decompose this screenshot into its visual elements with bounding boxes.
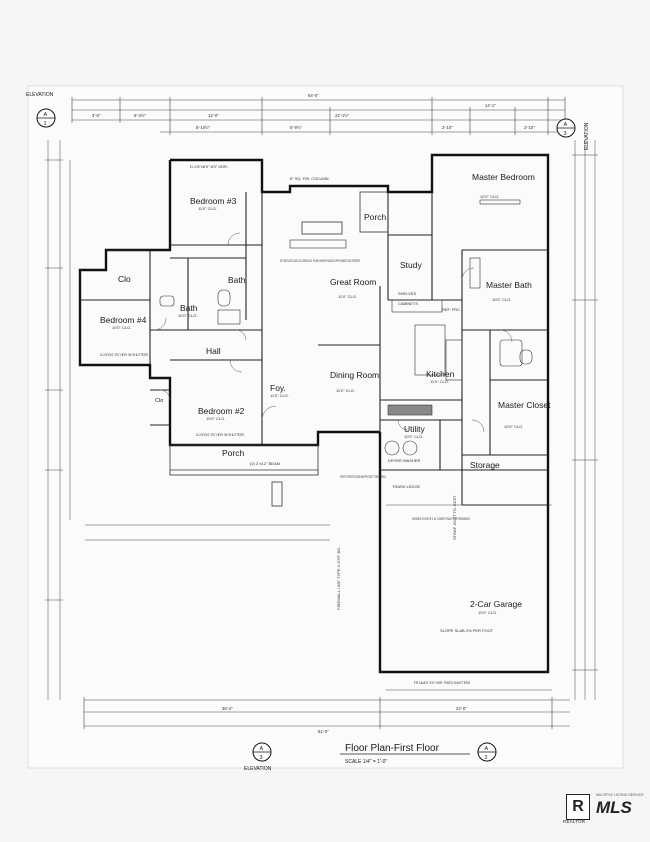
note-ref: REF. FRZ. — [442, 307, 461, 312]
elevation-label-bottom: ELEVATION — [244, 766, 272, 772]
room-size-master-bath: 10'0" CLG. — [492, 297, 511, 302]
note-garage-door: FR 16x8'0" 8'0" HDR. FIXED SHUTTERS — [414, 680, 470, 685]
room-size-kitchen: 11'0" CLG. — [430, 379, 449, 384]
room-name-porch-rear: Porch — [364, 212, 386, 222]
dim-top: 2'-10" — [442, 125, 453, 130]
dim-top: 9'-3½" — [134, 113, 146, 118]
dim-top-total: 64'-0" — [308, 93, 319, 98]
room-size-bath-jack: 10'0" CLG. — [178, 313, 197, 318]
room-name-master-bedroom: Master Bedroom — [472, 172, 535, 182]
note-window-bed4: G-2'8"x5'0" 8'0" HDR. W/ SHUTTERS — [100, 352, 148, 357]
section-mark-top-right: A 3 — [556, 118, 576, 138]
section-mark-bottom-right: A 2 — [477, 742, 497, 762]
dim-top: 2'-10" — [524, 125, 535, 130]
note-window-bed3: D-2'8"x6'0" 8'0" HDR. — [190, 164, 228, 169]
note-frost-proof: FROST PROOF HOSE BIB PROTECT THRU BRICK — [340, 474, 386, 479]
door-swings — [153, 232, 513, 433]
room-name-bedroom-2: Bedroom #2 — [198, 406, 245, 416]
dim-bottom-left: 36'-4" — [222, 706, 233, 711]
section-mark-number: 1 — [44, 121, 47, 127]
section-mark-letter: A — [564, 122, 568, 128]
front-porch-outline — [169, 191, 389, 507]
note-garage-floor: FINISHED FLOOR IS 3 1/2" LOWER THAN F.F.… — [412, 516, 470, 521]
room-size-utility: 10'0" CLG. — [404, 434, 423, 439]
section-mark-bottom-left: A 3 — [252, 742, 272, 762]
dim-bottom-total: 81'-0" — [318, 729, 329, 734]
section-mark-number: 3 — [564, 131, 567, 137]
room-name-bath-jack: Bath — [180, 303, 198, 313]
note-column: 8" SQ. FIB. COLUMN — [290, 176, 329, 181]
room-size-bedroom-3: 11'0" CLG. — [198, 206, 217, 211]
dim-top: 12'-0" — [208, 113, 219, 118]
note-slope: SLOPE SLAB 2% PER FOOT — [440, 628, 494, 633]
room-name-garage: 2-Car Garage — [470, 599, 522, 609]
room-name-foyer: Foy. — [270, 383, 286, 393]
note-beam: (2) 2"x12" BEAM — [250, 461, 280, 466]
note-fireplace: 36" VENTLESS GAS LOG FIREPLACE FLUSH HEA… — [280, 258, 360, 263]
room-labels: Bedroom #3 11'0" CLG. Porch Master Bedro… — [100, 172, 551, 615]
room-name-storage: Storage — [470, 460, 500, 470]
plan-scale: SCALE 1/4" = 1'-0" — [345, 759, 387, 765]
fixtures — [159, 199, 533, 456]
room-size-dining-room: 11'0" CLG. — [336, 388, 355, 393]
note-firewall: FIREWALL / 5/8" TYPE X GYP. BD. — [336, 547, 341, 610]
room-name-great-room: Great Room — [330, 277, 376, 287]
room-size-great-room: 11'0" CLG. — [338, 294, 357, 299]
section-mark-top-left: A 1 — [36, 108, 56, 128]
room-size-garage: 10'0" CLG. — [478, 610, 497, 615]
plan-notes: 36" VENTLESS GAS LOG FIREPLACE FLUSH HEA… — [100, 164, 494, 685]
realtor-logo: R — [566, 794, 590, 820]
section-mark-number: 2 — [485, 755, 488, 761]
room-size-foyer: 11'0" CLG. — [270, 393, 289, 398]
section-mark-letter: A — [44, 112, 48, 118]
mls-logo: MLS — [596, 798, 632, 817]
room-name-study: Study — [400, 260, 422, 270]
realtor-mark: R — [572, 798, 584, 815]
note-shelves: SHELVES — [398, 291, 416, 296]
room-size-bedroom-2: 10'0" CLG. — [206, 416, 225, 421]
room-size-master-closet: 10'0" CLG. — [504, 424, 523, 429]
room-name-clo-south: Clo — [155, 398, 163, 404]
room-name-bath-hall: Bath — [228, 275, 246, 285]
dim-top: 14'-1" — [485, 103, 496, 108]
dimension-lines — [47, 99, 596, 727]
dim-top: 3'-5" — [92, 113, 101, 118]
room-name-hall: Hall — [206, 346, 221, 356]
elevation-label-top-left: ELEVATION — [26, 92, 54, 98]
section-mark-letter: A — [485, 746, 489, 752]
room-size-bedroom-4: 10'0" CLG. — [112, 325, 131, 330]
dim-top: 5'-9½" — [290, 125, 302, 130]
note-cabinets: CABINETS — [398, 301, 418, 306]
room-name-bedroom-3: Bedroom #3 — [190, 196, 237, 206]
dim-top: 22'-1½" — [335, 113, 350, 118]
dimension-ticks — [45, 97, 598, 729]
room-size-master-bedroom: 10'0" CLG. — [480, 194, 499, 199]
plan-title: Floor Plan-First Floor — [345, 743, 440, 754]
elevation-label-right: ELEVATION — [584, 122, 590, 150]
room-name-porch-front: Porch — [222, 448, 244, 458]
note-trash-ledge: TRASH LEDGE — [392, 484, 421, 489]
note-window-bed2: G-2'8"x5'0" 8'0" HDR. W/ SHUTTERS — [196, 432, 244, 437]
room-name-clo-north: Clo — [118, 274, 131, 284]
mls-tagline: MULTIPLE LISTING SERVICE — [596, 793, 644, 797]
room-name-master-bath: Master Bath — [486, 280, 532, 290]
listing-logos: R REALTOR MULTIPLE LISTING SERVICE MLS — [560, 792, 644, 830]
note-strap: STRAP JOIST TO JOIST — [452, 495, 457, 540]
room-name-bedroom-4: Bedroom #4 — [100, 315, 147, 325]
room-name-dining-room: Dining Room — [330, 370, 379, 380]
dim-top: 8'-10½" — [196, 125, 211, 130]
dim-bottom-right: 22'-0" — [456, 706, 467, 711]
realtor-wordmark: REALTOR — [563, 819, 586, 824]
section-mark-number: 3 — [260, 755, 263, 761]
room-name-utility: Utility — [404, 424, 426, 434]
room-name-kitchen: Kitchen — [426, 369, 455, 379]
room-name-master-closet: Master Closet — [498, 400, 551, 410]
section-mark-letter: A — [260, 746, 264, 752]
note-dryer-washer: DRYER WASHER — [388, 458, 421, 463]
